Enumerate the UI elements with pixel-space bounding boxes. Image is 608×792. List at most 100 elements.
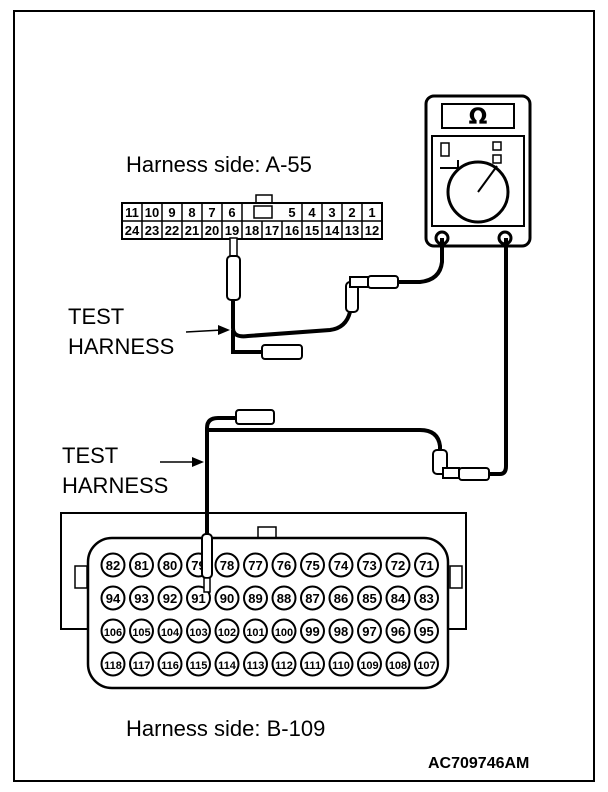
b109-pin-circle [214, 585, 240, 611]
meter-symbol: Ω [469, 105, 488, 130]
a55-pin-12: 12 [365, 223, 379, 238]
a55-title: Harness side: A-55 [126, 152, 312, 177]
b109-pin-circle [100, 651, 126, 677]
a55-pin-8: 8 [188, 205, 195, 220]
b109-pin-87: 87 [305, 591, 319, 606]
test-harness-b109 [201, 238, 508, 593]
b109-pin-73: 73 [362, 558, 376, 573]
b109-pin-circle [243, 651, 268, 677]
a55-pin-4: 4 [308, 205, 316, 220]
b109-pin-circle [271, 552, 297, 578]
b109-pin-circle [243, 618, 268, 644]
a55-pin-7: 7 [208, 205, 215, 220]
b109-pin-circle [414, 552, 439, 578]
b109-pin-116: 116 [161, 660, 179, 672]
b109-pin-circle [385, 552, 411, 578]
b109-pin-circle [214, 552, 240, 578]
b109-pin-circle [357, 552, 382, 578]
b109-pin-circle [357, 651, 382, 677]
a55-pin-1: 1 [368, 205, 375, 220]
b109-pin-84: 84 [391, 591, 406, 606]
outer-frame [13, 10, 595, 782]
b109-pin-80: 80 [163, 558, 177, 573]
a55-pin-24: 24 [125, 223, 140, 238]
a55-pin-23: 23 [145, 223, 159, 238]
b109-pin-96: 96 [391, 624, 405, 639]
b109-pin-117: 117 [133, 660, 151, 672]
a55-pin-10: 10 [145, 205, 159, 220]
b109-pin-circle [357, 618, 382, 644]
b109-pin-91: 91 [191, 591, 205, 606]
b109-pin-circle [157, 651, 183, 677]
b109-pin-78: 78 [220, 558, 234, 573]
b109-pin-74: 74 [334, 558, 349, 573]
a55-pin-15: 15 [305, 223, 319, 238]
test-harness-label-2-line1: TEST [62, 443, 119, 468]
b109-pin-107: 107 [417, 660, 435, 672]
a55-pin-9: 9 [168, 205, 175, 220]
b109-pin-circle [157, 618, 183, 644]
b109-pin-85: 85 [362, 591, 376, 606]
b109-pin-81: 81 [134, 558, 148, 573]
b109-pin-circle [100, 552, 126, 578]
b109-pin-circle [157, 585, 183, 611]
b109-pin-83: 83 [419, 591, 433, 606]
a55-pin-13: 13 [345, 223, 359, 238]
b109-pin-circle [214, 618, 240, 644]
b109-pin-circle [414, 585, 439, 611]
b109-pin-circle [186, 651, 211, 677]
a55-pin-2: 2 [348, 205, 355, 220]
arrow-test-harness-1 [185, 325, 230, 335]
b109-pin-102: 102 [218, 627, 236, 639]
b109-pin-circle [300, 651, 325, 677]
test-harness-a55 [226, 237, 444, 360]
b109-pin-110: 110 [332, 660, 350, 672]
a55-pin-19: 19 [225, 223, 239, 238]
b109-pin-71: 71 [419, 558, 433, 573]
b109-pin-109: 109 [360, 660, 378, 672]
b109-pin-118: 118 [104, 660, 122, 672]
a55-pin-5: 5 [288, 205, 295, 220]
b109-title: Harness side: B-109 [126, 716, 326, 741]
b109-pin-circle [300, 618, 325, 644]
b109-pin-106: 106 [104, 627, 122, 639]
figure-code: AC709746AM [428, 755, 530, 772]
a55-pin-11: 11 [125, 205, 139, 220]
b109-pin-circle [414, 651, 439, 677]
b109-pin-circle [243, 552, 268, 578]
b109-pin-circle [214, 651, 240, 677]
b109-pin-circle [385, 651, 411, 677]
b109-pin-94: 94 [106, 591, 121, 606]
test-harness-label-2-line2: HARNESS [62, 473, 169, 498]
b109-pin-86: 86 [334, 591, 348, 606]
a55-pin-16: 16 [285, 223, 299, 238]
b109-pin-circle [328, 651, 354, 677]
b109-pin-100: 100 [275, 627, 293, 639]
b109-pin-circle [328, 585, 354, 611]
a55-pin-6: 6 [228, 205, 235, 220]
b109-pin-105: 105 [132, 627, 150, 639]
b109-pin-108: 108 [389, 660, 407, 672]
a55-pin-22: 22 [165, 223, 179, 238]
a55-pin-17: 17 [265, 223, 279, 238]
b109-pin-circle [271, 618, 297, 644]
b109-pin-circle [186, 618, 211, 644]
b109-pin-90: 90 [220, 591, 234, 606]
b109-pin-113: 113 [247, 660, 265, 672]
b109-pin-104: 104 [161, 627, 180, 639]
b109-pin-99: 99 [305, 624, 319, 639]
b109-pin-circle [100, 618, 126, 644]
b109-pin-circle [157, 552, 183, 578]
b109-pin-115: 115 [190, 660, 208, 672]
b109-pin-75: 75 [305, 558, 319, 573]
b109-pin-circle [328, 552, 354, 578]
a55-pin-3: 3 [328, 205, 335, 220]
b109-pin-111: 111 [304, 660, 321, 672]
b109-pin-98: 98 [334, 624, 348, 639]
b109-pin-88: 88 [277, 591, 291, 606]
a55-pin-20: 20 [205, 223, 219, 238]
b109-pin-103: 103 [189, 627, 207, 639]
test-harness-label-1-line2: HARNESS [68, 334, 175, 359]
b109-pin-72: 72 [391, 558, 405, 573]
